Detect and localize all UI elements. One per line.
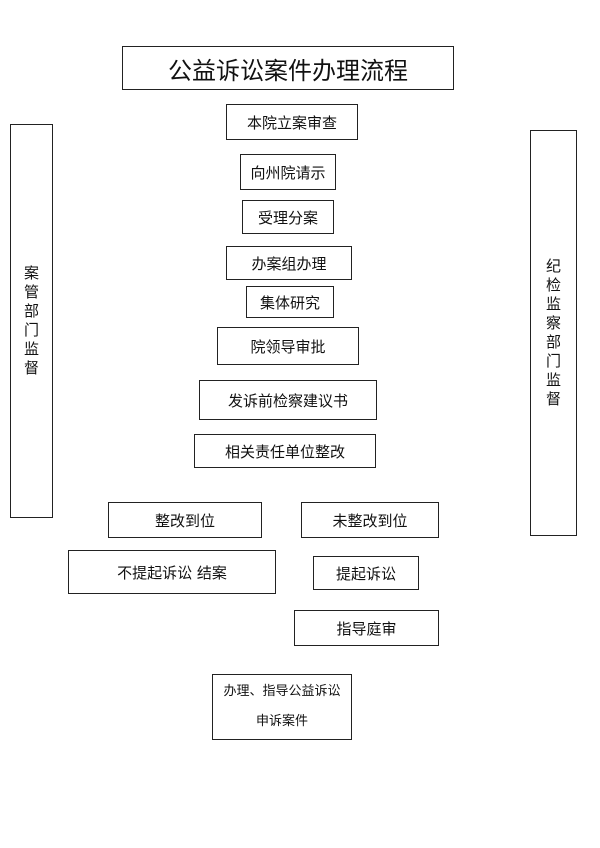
step-case-review: 本院立案审查: [226, 104, 358, 140]
discipline-inspection-supervision: 纪 检 监 察 部 门 监 督: [530, 130, 577, 536]
left-side-char: 案: [23, 264, 39, 282]
final-step-line-2: 申诉案件: [255, 714, 308, 729]
final-step-line-1: 办理、指导公益诉讼: [223, 684, 341, 699]
left-side-char: 门: [23, 321, 39, 339]
right-side-char: 检: [545, 276, 561, 294]
step-procuratorial-suggestion: 发诉前检察建议书: [199, 380, 377, 420]
right-side-char: 门: [545, 352, 561, 370]
left-side-char: 管: [23, 283, 39, 301]
step-unit-rectification: 相关责任单位整改: [194, 434, 376, 468]
outcome-close-case: 不提起诉讼 结案: [68, 550, 276, 594]
right-side-char: 察: [545, 314, 561, 332]
step-collective-study: 集体研究: [246, 286, 334, 318]
right-side-char: 监: [545, 295, 561, 313]
right-side-char: 监: [545, 371, 561, 389]
left-side-char: 部: [23, 302, 39, 320]
step-handle-appeal-cases: 办理、指导公益诉讼 申诉案件: [212, 674, 352, 740]
step-accept-assign: 受理分案: [242, 200, 334, 234]
step-file-litigation: 提起诉讼: [313, 556, 419, 590]
step-request-prefecture: 向州院请示: [240, 154, 336, 190]
left-side-char: 督: [23, 359, 39, 377]
step-team-handle: 办案组办理: [226, 246, 352, 280]
right-side-char: 部: [545, 333, 561, 351]
diagram-title: 公益诉讼案件办理流程: [122, 46, 454, 90]
right-side-char: 纪: [545, 257, 561, 275]
outcome-rectified: 整改到位: [108, 502, 262, 538]
case-management-supervision: 案 管 部 门 监 督: [10, 124, 53, 518]
left-side-char: 监: [23, 340, 39, 358]
outcome-not-rectified: 未整改到位: [301, 502, 439, 538]
step-guide-trial: 指导庭审: [294, 610, 439, 646]
right-side-char: 督: [545, 390, 561, 408]
step-leader-approval: 院领导审批: [217, 327, 359, 365]
